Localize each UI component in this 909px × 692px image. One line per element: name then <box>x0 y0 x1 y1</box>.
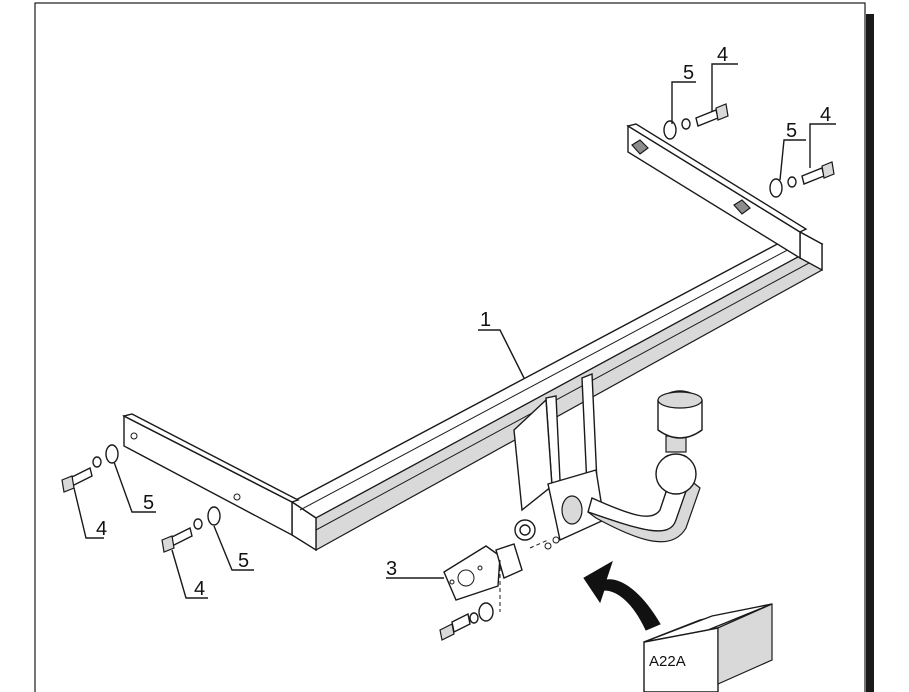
page-border <box>34 2 866 692</box>
kit-box: A22A <box>643 603 773 692</box>
label-bolt-left-a: 4 <box>96 518 107 540</box>
crossbar <box>122 123 824 552</box>
label-mount-plate: 3 <box>386 558 397 580</box>
leader-lines <box>73 63 836 599</box>
label-bolt-left-b: 4 <box>194 578 205 600</box>
label-bolt-top-b: 4 <box>820 104 831 126</box>
bolt-washer-top-a <box>663 103 729 140</box>
label-washer-top-a: 5 <box>683 62 694 84</box>
mount-plate <box>443 539 549 612</box>
label-washer-left-b: 5 <box>238 550 249 572</box>
bolt-washer-left-b <box>161 506 221 553</box>
label-bolt-top-a: 4 <box>717 44 728 66</box>
ball-hitch <box>514 390 703 550</box>
kit-box-code: A22A <box>649 653 686 670</box>
label-washer-top-b: 5 <box>786 120 797 142</box>
bolt-washer-top-b <box>769 161 835 198</box>
plate-bolt-assembly <box>439 602 494 641</box>
bolt-washer-left-a <box>61 444 119 493</box>
page-shadow-edge <box>866 14 874 692</box>
install-arrow <box>583 560 661 631</box>
label-washer-left-a: 5 <box>143 492 154 514</box>
label-crossbar: 1 <box>480 309 491 331</box>
